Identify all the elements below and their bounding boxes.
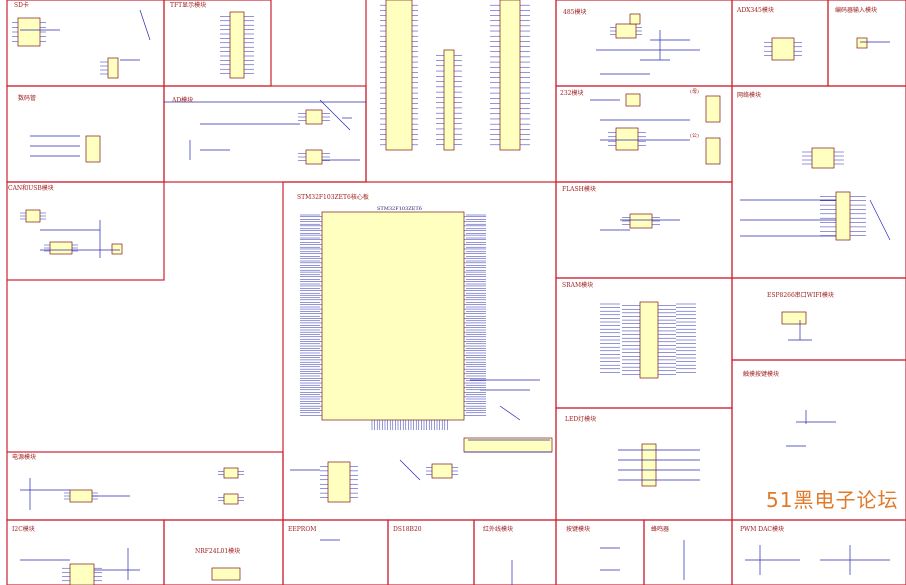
wires <box>20 9 891 585</box>
panel-title-tft: TFT显示模块 <box>170 2 207 9</box>
border-232 <box>555 85 733 183</box>
wire-54 <box>139 9 151 41</box>
eeprom-chip-body <box>327 461 351 503</box>
rs485-chip-body <box>615 23 637 39</box>
forum-watermark: 51黑电子论坛 <box>766 488 899 512</box>
border-esp <box>731 277 906 361</box>
panel-title-ad: AD模块 <box>172 97 194 104</box>
tft-connector-body <box>229 11 245 79</box>
led-array-body <box>641 443 657 487</box>
wire-30 <box>869 199 891 241</box>
sram-chip-body <box>639 301 659 379</box>
opamp-2-body <box>305 149 323 165</box>
panel-title-eeprom: EEPROM <box>288 526 317 533</box>
panel-title-touch: 触摸按键模块 <box>743 371 780 378</box>
panel-title-power: 电源模块 <box>12 454 37 461</box>
usb-chip-body <box>49 241 73 255</box>
panel-title-7seg: 数码管 <box>18 95 37 102</box>
i2c-chip-body <box>69 563 95 585</box>
esp-module-body <box>781 311 807 325</box>
panel-title-key: 按键模块 <box>566 526 591 533</box>
panel-title-pwm: PWM DAC模块 <box>740 526 784 533</box>
eth-chip-body <box>835 191 851 241</box>
wire-2 <box>319 99 351 131</box>
nrf-header-body <box>211 567 241 581</box>
power-reg-1-body <box>223 467 239 479</box>
panel-title-core: STM32F103ZET6核心板 <box>297 194 369 201</box>
border-ad <box>163 85 367 183</box>
eth-phy-body <box>811 147 835 169</box>
opamp-1-body <box>305 109 323 125</box>
panel-title-can: CAN和USB模块 <box>8 185 54 192</box>
rs485-jumper-body <box>629 13 641 25</box>
border-can <box>6 181 165 281</box>
seven-seg-display-body <box>85 135 101 163</box>
core-chip-label: STM32F103ZET6 <box>377 206 422 212</box>
db9-female-label: (公) <box>690 133 699 139</box>
can-transceiver-body <box>25 209 41 223</box>
connector-left-bus-body <box>385 0 413 151</box>
db9-male-body <box>705 95 721 123</box>
sd-header-body <box>107 57 119 79</box>
ldo-chip-body <box>69 489 93 503</box>
panel-title-nrf: NRF24L01模块 <box>195 548 241 555</box>
panel-borders <box>6 0 906 585</box>
pin-lines <box>12 4 866 582</box>
rs232-chip-body <box>615 127 639 151</box>
panel-title-232: 232模块 <box>560 90 584 97</box>
usb-connector-body <box>111 243 123 255</box>
core-mcu-body <box>321 211 465 421</box>
db9-male-label: (母) <box>690 89 699 95</box>
border-power <box>6 451 284 521</box>
panel-title-flash: FLASH模块 <box>562 186 596 193</box>
panel-title-i2c: I2C模块 <box>12 526 35 533</box>
connector-right-bus-body <box>499 0 521 151</box>
wire-18 <box>499 405 521 421</box>
panel-title-adxl: ADX345模块 <box>737 7 774 14</box>
chips <box>17 0 868 585</box>
flash-chip-body <box>629 213 653 229</box>
connector-mid-bus-body <box>443 49 455 151</box>
panel-title-ds18b20: DS18B20 <box>393 526 422 533</box>
panel-title-buzzer: 蜂鸣器 <box>651 526 670 533</box>
panel-title-ethernet: 网络模块 <box>737 92 762 99</box>
sd-socket-body <box>17 17 41 47</box>
panel-title-esp8266: ESP8266串口WIFI模块 <box>767 292 834 299</box>
border-flash <box>555 181 733 279</box>
wire-51 <box>399 459 421 481</box>
power-reg-2-body <box>223 493 239 505</box>
adxl-chip-body <box>771 37 795 61</box>
panel-title-sd: SD卡 <box>14 2 29 9</box>
rs232-jumper-body <box>625 93 641 107</box>
panel-title-encoder: 编码器输入模块 <box>835 7 878 14</box>
panel-title-led: LED灯模块 <box>565 416 597 423</box>
ds-chip-body <box>431 463 453 479</box>
border-touch <box>731 359 906 521</box>
panel-title-485: 485模块 <box>563 9 587 16</box>
panel-title-ir: 红外线模块 <box>483 526 514 533</box>
panel-title-sram: SRAM模块 <box>562 282 594 289</box>
db9-female-body <box>705 137 721 165</box>
encoder-header-body <box>856 37 868 49</box>
border-tft <box>163 0 272 87</box>
border-eth <box>731 85 906 279</box>
